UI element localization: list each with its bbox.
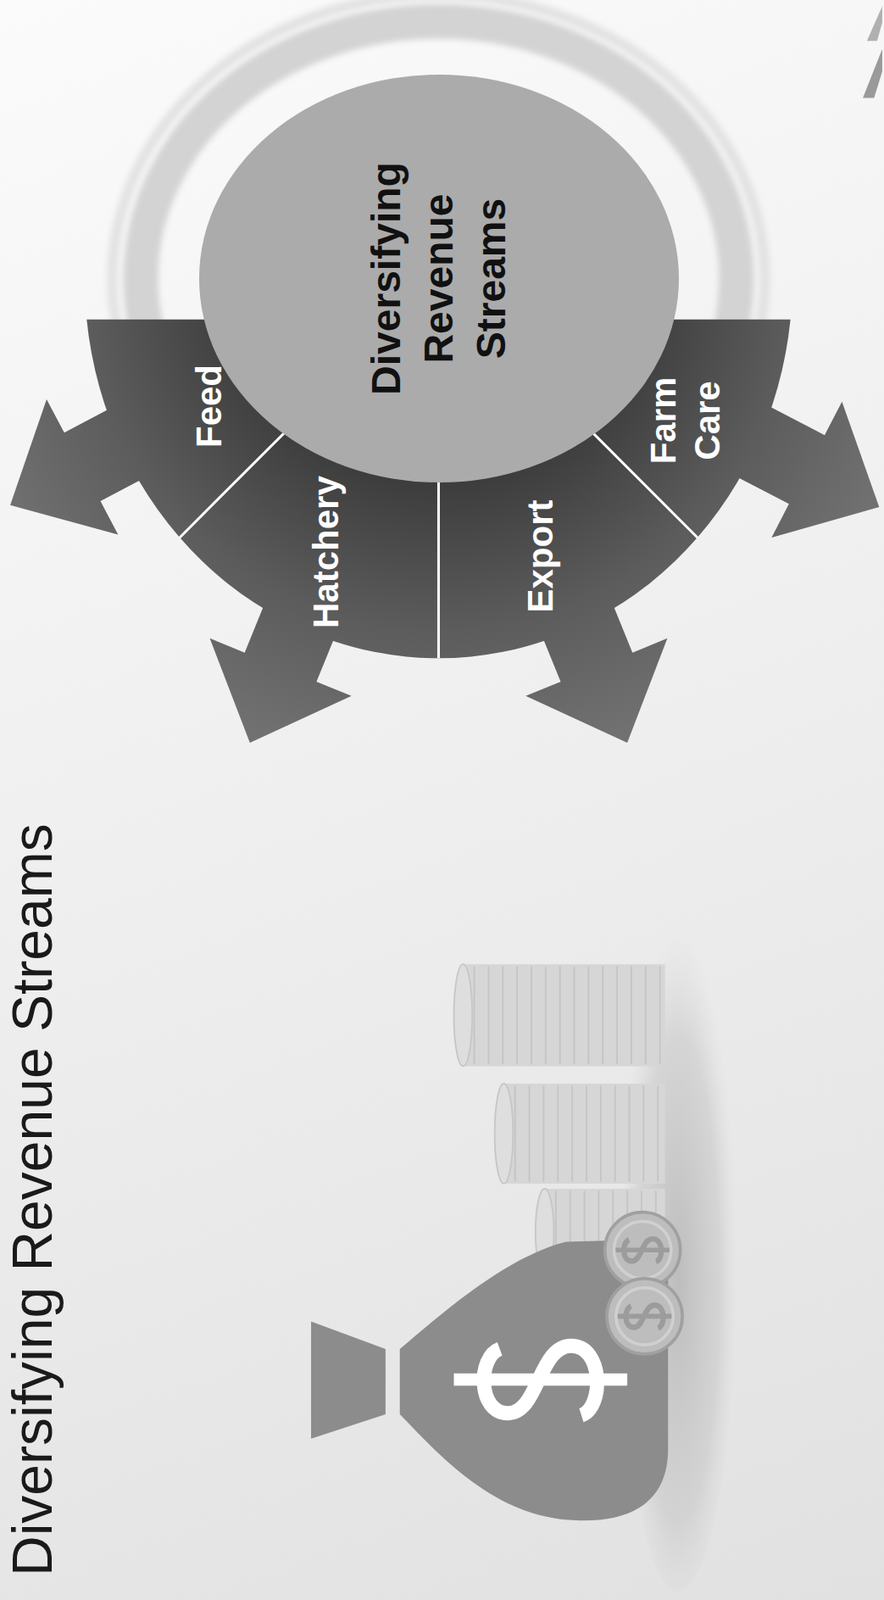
slide-title: Diversifying Revenue Streams [1, 822, 64, 1576]
coin-edge [659, 966, 662, 1065]
coin-edge [587, 966, 590, 1065]
node-label: Farm Care [641, 356, 730, 484]
coin-edge [556, 1084, 559, 1181]
coin-rim [616, 1287, 673, 1345]
coin-edge [600, 1084, 602, 1181]
coin-dollar [617, 1304, 673, 1328]
coin-edge [573, 966, 576, 1065]
coin-face [454, 963, 473, 1066]
coin-edge [644, 966, 647, 1065]
coin-edge [642, 1084, 645, 1181]
coin-dollar [615, 1238, 670, 1262]
coin-edge [559, 966, 562, 1065]
coin-edge [544, 966, 547, 1065]
coin-edge [601, 966, 604, 1065]
logo-fragment [862, 49, 883, 99]
coin-edge [543, 1084, 545, 1181]
coin-edge [616, 966, 618, 1065]
coin-edge [656, 1084, 659, 1181]
coin-edge [473, 966, 476, 1065]
coin-edge [514, 1084, 517, 1181]
bag-tie [311, 1320, 386, 1438]
dollar-symbol [454, 1345, 629, 1415]
coin-edge [614, 1084, 617, 1181]
coin-stack [502, 1083, 665, 1184]
dollar-bar [617, 1313, 673, 1319]
node-label: Diversifying Revenue Streams [360, 143, 518, 415]
coin-edge [571, 1084, 573, 1181]
coin-edge [630, 966, 633, 1065]
coin-edge [530, 966, 533, 1065]
block-arrow [10, 363, 232, 535]
node-label: Hatchery [304, 475, 349, 629]
hub-circle: Diversifying Revenue Streams [199, 74, 679, 483]
sector-divider [437, 474, 440, 659]
coin [606, 1278, 683, 1354]
logo-fragment [867, 5, 883, 41]
dollar-bar [615, 1246, 670, 1252]
node-label: Export [518, 499, 563, 612]
coin-edge [488, 966, 490, 1065]
revenue-sector: Farm Care [636, 348, 735, 493]
revenue-sector: Feed [182, 355, 237, 456]
coin-edge [501, 966, 504, 1065]
revenue-sector: Hatchery [299, 467, 354, 637]
block-arrow [498, 500, 668, 743]
coin-rim [613, 1220, 671, 1278]
coin-face [494, 1083, 514, 1184]
dollar-bar [454, 1373, 629, 1385]
coin-edge [585, 1084, 588, 1181]
artwork [10, 0, 883, 1591]
coin-edge [528, 1084, 531, 1181]
revenue-sector: Export [513, 490, 568, 621]
coin-edge [516, 966, 518, 1065]
node-label: Feed [187, 364, 232, 448]
coin [605, 1212, 681, 1288]
coin-edge [628, 1084, 631, 1181]
coin-stack [461, 963, 665, 1066]
block-arrow [210, 500, 379, 743]
